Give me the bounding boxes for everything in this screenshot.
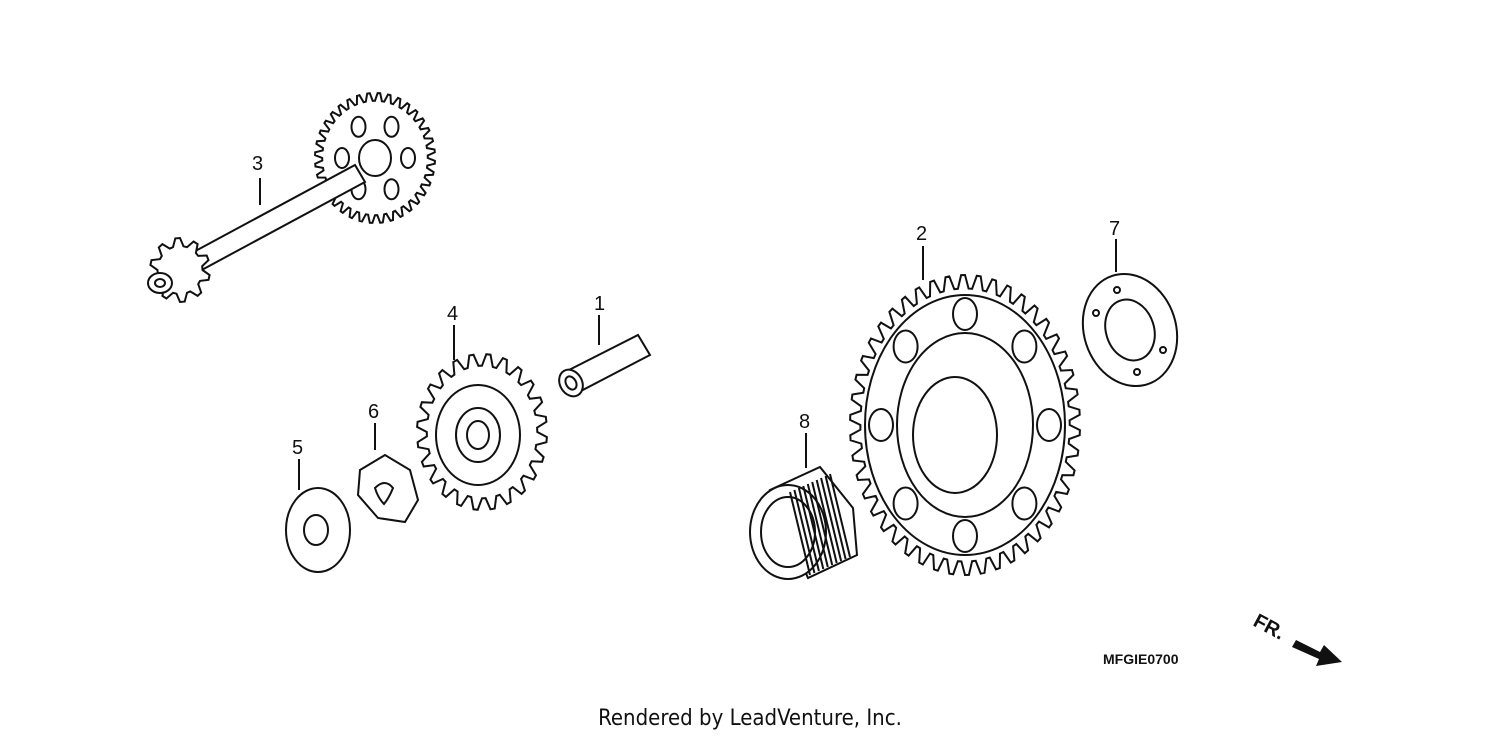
gear-3-window (383, 115, 400, 138)
bearing-needle (789, 491, 811, 576)
reduction-gear (416, 353, 548, 511)
front-label: FR. (1250, 610, 1289, 645)
gear-2-window (952, 519, 978, 553)
gear-2-window (868, 408, 894, 442)
bearing-needles (789, 473, 851, 576)
callout-1: 1 (594, 293, 605, 315)
callout-4: 4 (447, 303, 458, 325)
gear-2-window (892, 486, 919, 521)
callout-3: 3 (252, 153, 263, 175)
starter-driven-gear (849, 273, 1081, 577)
bearing-needle (815, 479, 838, 564)
one-way-clutch-plate (1081, 272, 1179, 388)
callout-6: 6 (368, 401, 379, 423)
bearing-needle (811, 481, 834, 566)
gear-2-spokes (868, 297, 1062, 553)
callout-2: 2 (916, 223, 927, 245)
callout-5: 5 (292, 437, 303, 459)
diagram-code: MFGIE0700 (1103, 651, 1179, 667)
large-idle-gear (314, 92, 436, 224)
bearing-needle (824, 475, 847, 560)
gear-3-window (334, 147, 350, 169)
gear-3-window (383, 178, 400, 201)
bearing-needle (829, 473, 851, 558)
gear-2-window (1011, 486, 1038, 521)
bearing-needle (797, 487, 820, 572)
gear-2-window (1036, 408, 1062, 442)
bearing-needle (793, 489, 816, 574)
lock-plate (356, 453, 420, 524)
gear-2-window (952, 297, 978, 331)
gear-3-hub (358, 139, 392, 177)
callout-7: 7 (1109, 218, 1120, 240)
gear-3-window (400, 147, 416, 169)
gear-2-window (1011, 329, 1038, 364)
bearing-needle (802, 485, 825, 570)
needle-bearing (749, 465, 859, 580)
shaft-pin (558, 333, 652, 398)
front-arrow-icon (1292, 640, 1342, 666)
gear-3-window (350, 115, 367, 138)
callout-8: 8 (799, 411, 810, 433)
idle-shaft-assembly (147, 92, 436, 304)
thrust-washer (285, 487, 351, 573)
bearing-needle (806, 483, 829, 568)
bearing-needle (820, 477, 843, 562)
front-direction-indicator: FR. (1250, 610, 1342, 666)
gear-2-window (892, 329, 919, 364)
footer-credit: Rendered by LeadVenture, Inc. (598, 706, 902, 731)
leader-lines (259, 178, 1117, 490)
